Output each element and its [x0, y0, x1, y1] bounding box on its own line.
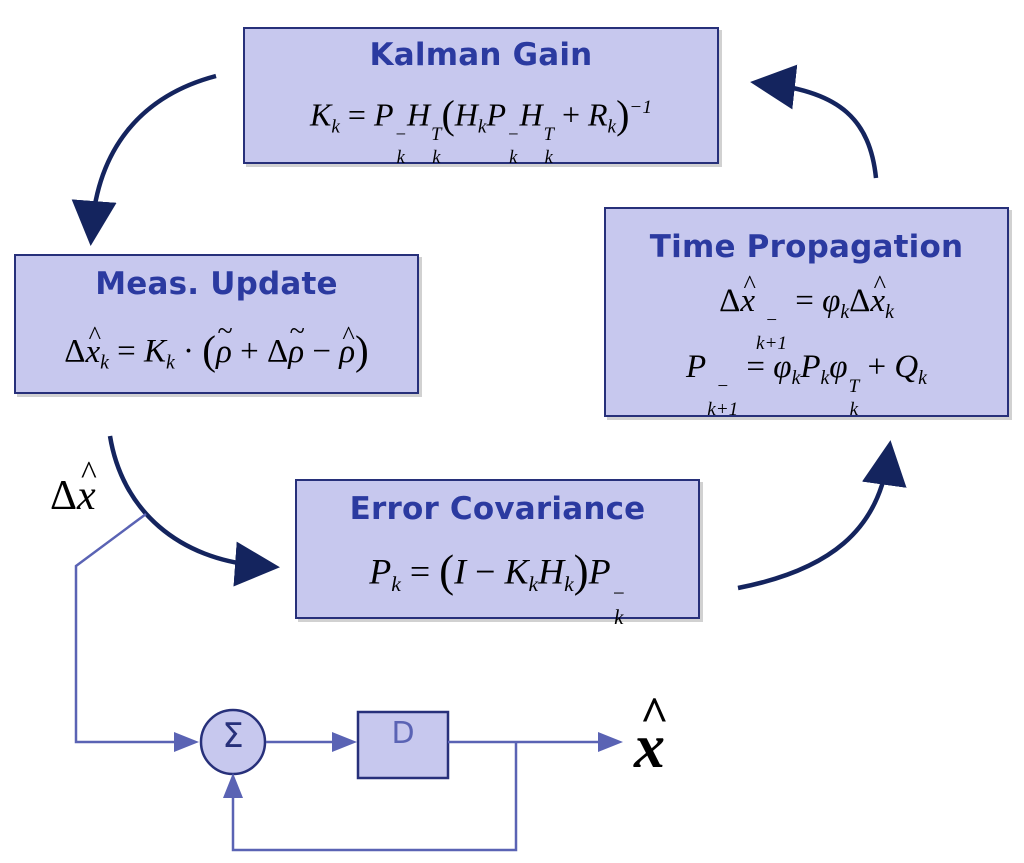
x-hat-output-label: x	[634, 686, 669, 783]
delta-x-hat-label: Δx	[50, 455, 96, 520]
sum-symbol: Σ	[222, 716, 244, 756]
kalman-gain-title: Kalman Gain	[369, 37, 593, 73]
state-propagation-equation: Δx−k+1 = φkΔxk	[606, 269, 1007, 353]
update-to-covariance-arrow	[107, 435, 280, 587]
meas-update-box: Meas. Update Δxk = Kk · (ρ + Δρ − ρ)	[14, 254, 419, 394]
error-covariance-title: Error Covariance	[349, 491, 646, 527]
covariance-to-propagation-arrow	[737, 440, 907, 591]
dx-input-line	[74, 512, 199, 752]
error-covariance-box: Error Covariance Pk = (I − KkHk)P−k	[295, 479, 700, 628]
error-covariance-equation: Pk = (I − KkHk)P−k	[369, 546, 626, 630]
propagation-to-gain-arrow	[750, 64, 879, 179]
time-propagation-box: Time Propagation Δx−k+1 = φkΔxk P−k+1 = …	[604, 207, 1009, 420]
gain-to-update-arrow	[71, 73, 217, 246]
feedback-line	[223, 742, 518, 852]
delay-label: D	[391, 716, 415, 751]
delay-block	[356, 710, 450, 780]
meas-update-title: Meas. Update	[95, 266, 338, 302]
time-propagation-title: Time Propagation	[649, 229, 964, 265]
meas-update-equation: Δxk = Kk · (ρ + Δρ − ρ)	[16, 316, 417, 374]
